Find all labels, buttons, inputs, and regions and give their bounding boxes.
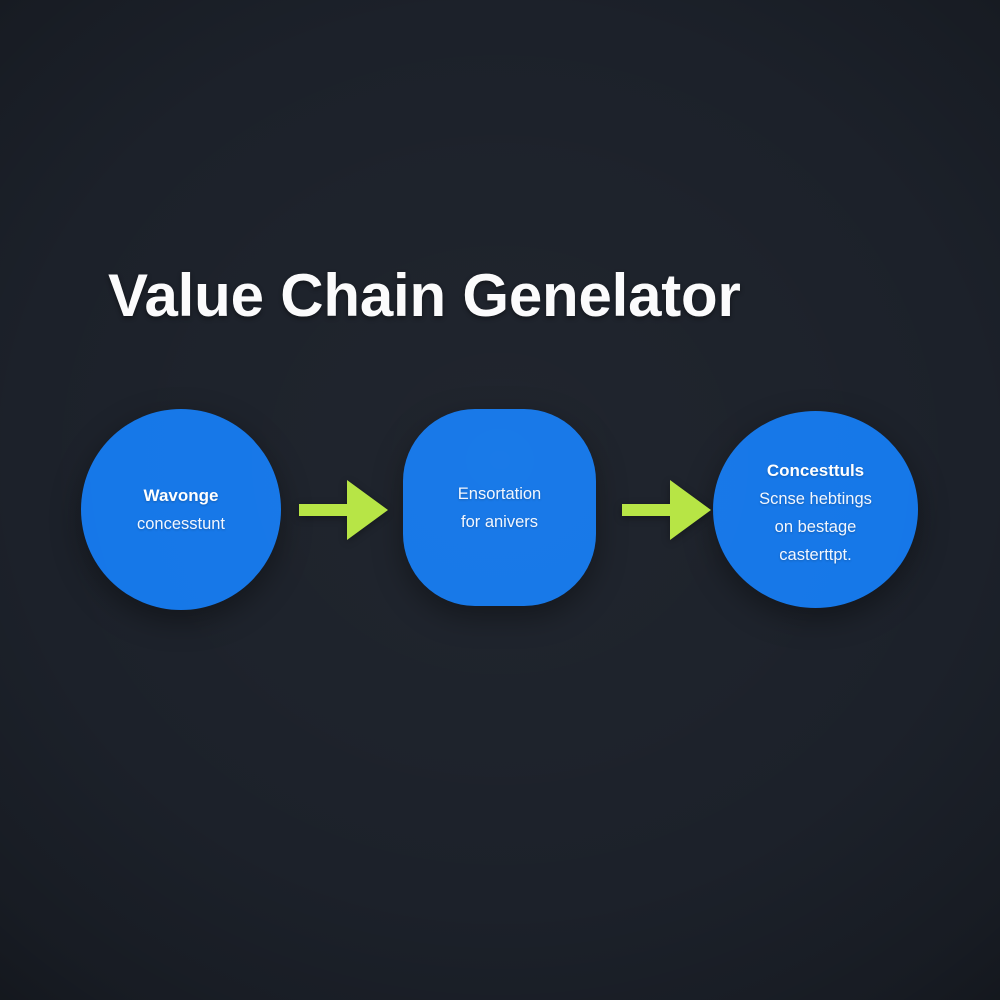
page-title: Value Chain Genelator bbox=[108, 262, 741, 330]
flow-node-2-line-1: Ensortation bbox=[457, 484, 542, 503]
right-arrow-icon-2 bbox=[622, 476, 712, 549]
flow-node-3-line-3: on bestage bbox=[774, 518, 857, 536]
flow-node-1[interactable]: Wavonge concesstunt bbox=[81, 409, 281, 610]
flow-node-3[interactable]: Concesttuls Scnse hebtings on bestage ca… bbox=[713, 411, 918, 608]
flow-node-2-line-2: for anivers bbox=[460, 512, 539, 531]
flow-node-3-text: Concesttuls Scnse hebtings on bestage ca… bbox=[713, 457, 918, 569]
flow-node-1-text: Wavonge concesstunt bbox=[81, 482, 281, 538]
flow-node-3-line-2: Scnse hebtings bbox=[759, 490, 872, 508]
flow-node-1-line-2: concesstunt bbox=[136, 514, 226, 533]
flow-node-2-text: Ensortation for anivers bbox=[403, 480, 596, 536]
flow-node-1-line-1: Wavonge bbox=[143, 485, 219, 505]
flow-node-3-line-4: casterttpt. bbox=[779, 546, 852, 564]
right-arrow-icon-1 bbox=[299, 476, 389, 549]
flow-node-3-line-1: Concesttuls bbox=[766, 461, 865, 480]
flow-node-2[interactable]: Ensortation for anivers bbox=[403, 409, 596, 606]
